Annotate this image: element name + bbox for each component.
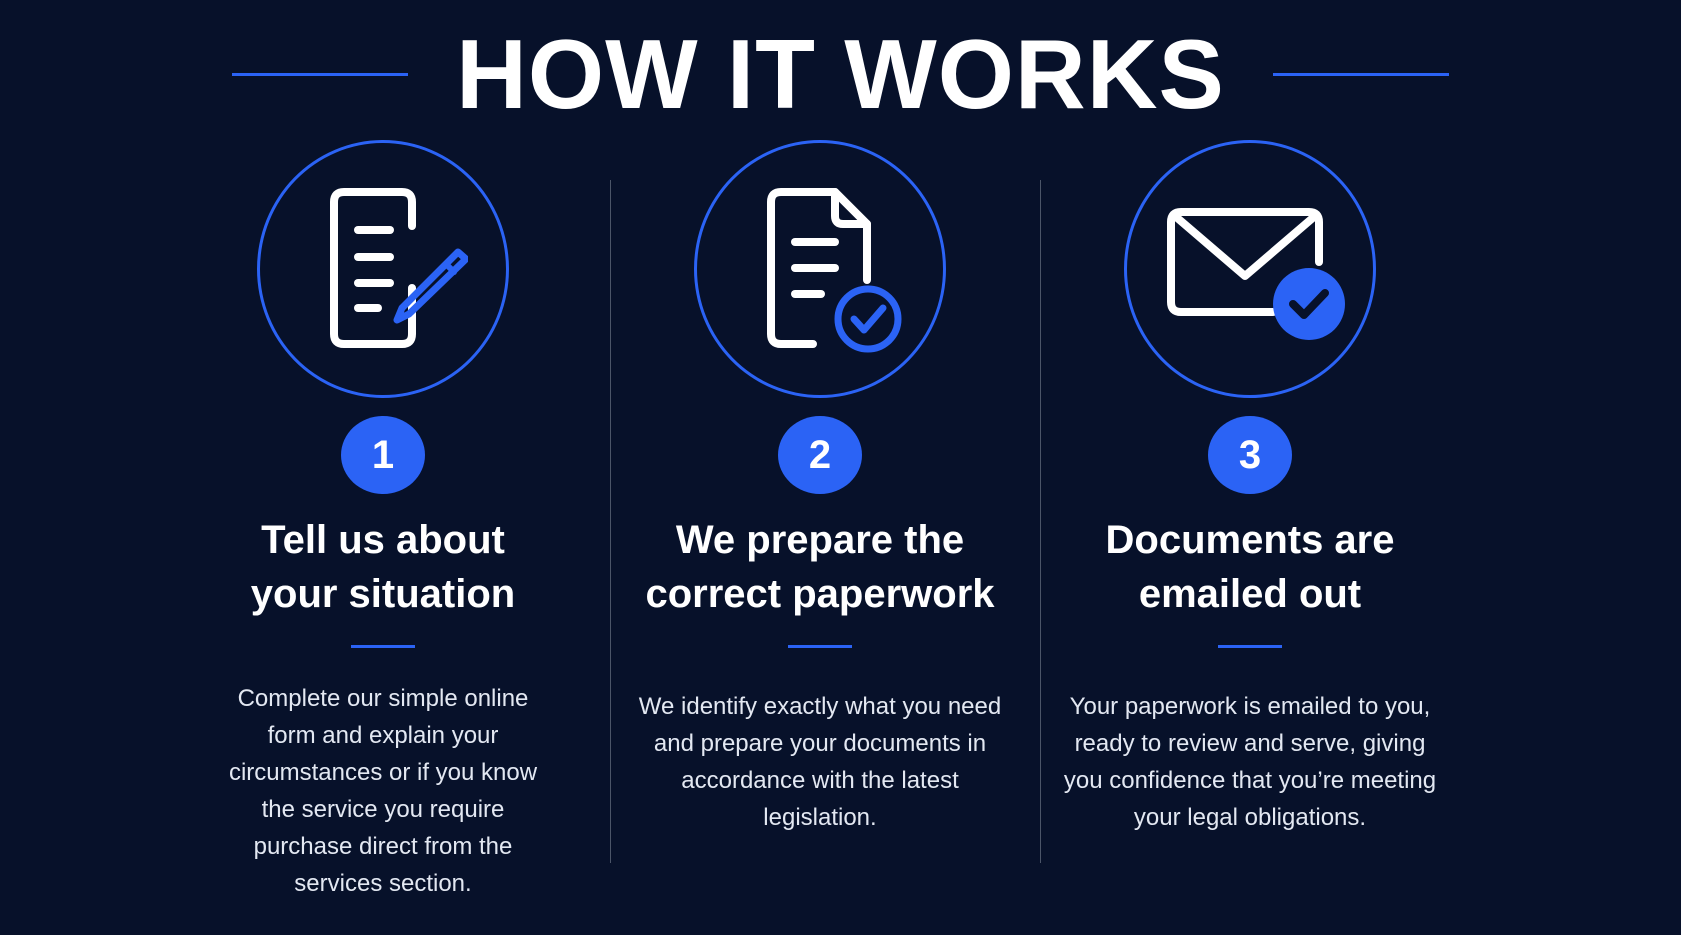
step-3-number-badge: 3: [1208, 416, 1292, 494]
column-divider-2: [1040, 180, 1041, 863]
step-2: 2 We prepare the correct paperwork We id…: [600, 140, 1040, 836]
step-1-heading: Tell us about your situation: [163, 513, 603, 621]
title-right-rule: [1272, 72, 1449, 76]
step-3-icon-circle: [1124, 140, 1376, 398]
header: HOW IT WORKS: [0, 22, 1681, 126]
title-left-rule: [232, 72, 409, 76]
step-3-accent-rule: [1218, 645, 1282, 648]
step-1-heading-line-2: your situation: [250, 572, 516, 616]
step-2-icon-circle: [694, 140, 946, 398]
step-3-heading-line-2: emailed out: [1138, 572, 1362, 616]
step-2-accent-rule: [788, 645, 852, 648]
column-divider-1: [610, 180, 611, 863]
step-1-description: Complete our simple online form and expl…: [228, 685, 538, 897]
step-1-number-badge: 1: [341, 416, 425, 494]
step-1: 1 Tell us about your situation Complete …: [163, 140, 603, 902]
envelope-check-icon: [1167, 208, 1345, 340]
step-1-icon-circle: [257, 140, 509, 398]
document-check-icon: [767, 188, 902, 353]
step-2-heading-line-1: We prepare the: [675, 518, 965, 562]
step-3-description: Your paperwork is emailed to you, ready …: [1063, 693, 1437, 831]
step-2-description: We identify exactly what you need and pr…: [638, 693, 1002, 831]
step-3-heading-line-1: Documents are: [1105, 518, 1395, 562]
step-3-heading: Documents are emailed out: [1030, 513, 1470, 621]
step-3: 3 Documents are emailed out Your paperwo…: [1030, 140, 1470, 836]
step-2-heading: We prepare the correct paperwork: [600, 513, 1040, 621]
step-1-accent-rule: [351, 645, 415, 648]
step-1-heading-line-1: Tell us about: [261, 518, 505, 562]
page-title: HOW IT WORKS: [456, 19, 1225, 129]
step-2-heading-line-2: correct paperwork: [645, 572, 995, 616]
document-edit-icon: [330, 188, 468, 348]
step-2-number-badge: 2: [778, 416, 862, 494]
